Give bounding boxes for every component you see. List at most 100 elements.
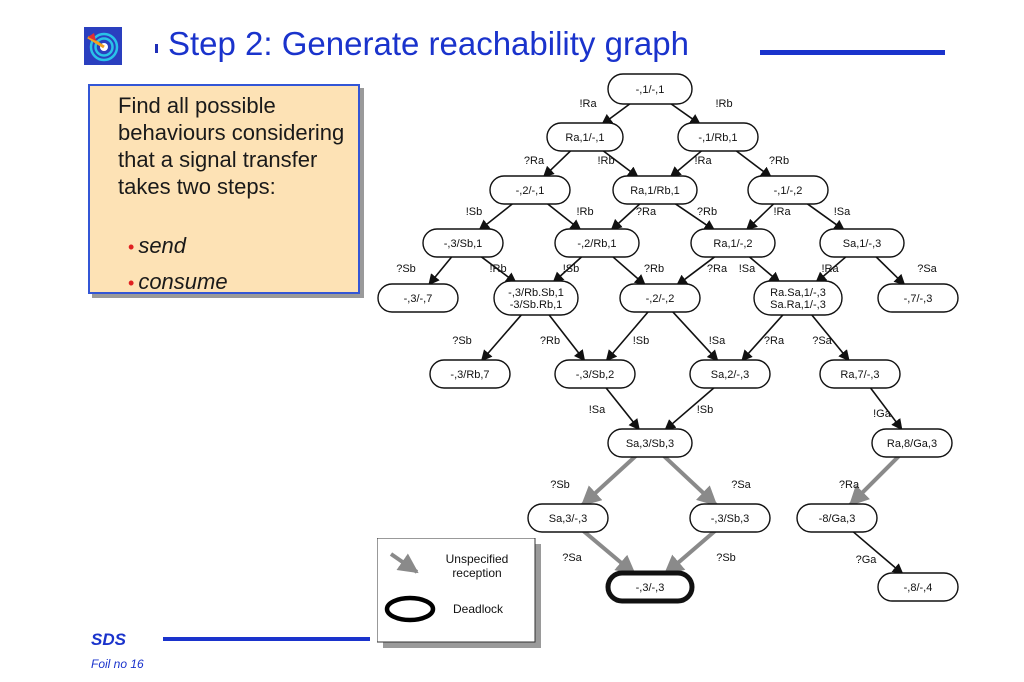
state-node-label: -,7/-,3 (904, 293, 933, 305)
state-node: Ra,1/-,2 (690, 228, 776, 258)
state-node-label: -,2/-,2 (646, 293, 675, 305)
edge-label: !Ra (694, 155, 712, 167)
legend (377, 538, 541, 648)
edge-label: !Sb (697, 404, 714, 416)
state-node-label: Sa,3/Sb,3 (626, 438, 674, 450)
state-node-shape (690, 228, 776, 258)
transition-edge (805, 201, 846, 231)
state-node: -,1/Rb,1 (677, 122, 759, 152)
transition-edge (479, 255, 518, 284)
state-node: Ra,7/-,3 (819, 359, 901, 389)
transition-edge (734, 149, 773, 178)
transition-edge (815, 255, 848, 284)
state-node-shape (546, 122, 624, 152)
edge-label: ?Rb (540, 335, 560, 347)
state-node-label: Ra,8/Ga,3 (887, 438, 937, 450)
edge-label: ?Sb (550, 479, 570, 491)
state-node-shape (612, 175, 698, 205)
edge-label: ?Sa (562, 552, 582, 564)
edge-label: ?Ra (707, 263, 728, 275)
footer-foil-number: Foil no 16 (91, 657, 144, 671)
state-node-label: Sa,1/-,3 (843, 238, 882, 250)
edge-label: ?Sa (917, 263, 937, 275)
state-node: -,1/-,2 (747, 175, 829, 205)
edge-label: ?Ra (524, 155, 545, 167)
state-node-shape (877, 283, 959, 313)
intro-text: Find all possible behaviours considering… (118, 93, 345, 199)
edge-label: ?Ra (839, 479, 860, 491)
state-node-label: -,3/-,7 (404, 293, 433, 305)
bullet-dot-icon: • (128, 237, 135, 257)
state-node: Sa,3/Sb,3 (607, 428, 693, 458)
state-node: -,3/-,7 (377, 283, 459, 313)
transition-edge (673, 201, 716, 232)
transition-edge (547, 313, 586, 362)
edge-label: !Rb (576, 206, 593, 218)
edge-label: !Sa (709, 335, 726, 347)
transition-edge (611, 255, 646, 286)
state-node: Ra,1/-,1 (546, 122, 624, 152)
edge-label: !Sb (466, 206, 483, 218)
state-node: -,3/Rb.Sb,1-3/Sb.Rb,1 (493, 280, 579, 316)
state-node: -,3/Sb,3 (689, 503, 771, 533)
edge-label: ?Rb (769, 155, 789, 167)
transition-edge (605, 310, 650, 362)
legend-deadlock-label: Deadlock (453, 602, 504, 616)
edge-label: ?Sa (731, 479, 751, 491)
transition-edge (669, 149, 704, 178)
state-node: -,2/-,1 (489, 175, 571, 205)
edge-label: !Ga (873, 408, 892, 420)
state-node: -,2/-,2 (619, 283, 701, 313)
state-node-shape (429, 359, 511, 389)
edge-label: !Sa (834, 206, 851, 218)
unspecified-transition-edge (580, 454, 637, 507)
transition-edge (610, 202, 642, 231)
state-node: Ra.Sa,1/-,3Sa.Ra,1/-,3 (753, 280, 843, 316)
state-node-shape (689, 503, 771, 533)
unspecified-arrow-icon (389, 552, 419, 574)
edge-label: ?Ga (856, 554, 878, 566)
state-node-label: Ra.Sa,1/-,3 (770, 287, 826, 299)
sds-logo-icon (84, 27, 122, 65)
state-node-label: Sa,2/-,3 (711, 369, 750, 381)
transition-edge (741, 313, 785, 362)
edge-label: !Sa (589, 404, 606, 416)
state-node-label: -,1/-,1 (636, 84, 665, 96)
state-node: -,3/Rb,7 (429, 359, 511, 389)
edge-label: !Rb (715, 98, 732, 110)
state-node: Ra,8/Ga,3 (871, 428, 953, 458)
state-node: -,3/Sb,1 (422, 228, 504, 258)
state-node: -,2/Rb,1 (554, 228, 640, 258)
transition-edge (747, 255, 781, 284)
state-node-label: Sa.Ra,1/-,3 (770, 299, 826, 311)
transition-edge (869, 387, 903, 431)
state-node-shape (689, 359, 771, 389)
transition-edge (605, 386, 640, 431)
state-node-shape (619, 283, 701, 313)
transition-edge (480, 313, 523, 362)
edge-label: ?Rb (697, 206, 717, 218)
state-node-label: Sa,3/-,3 (549, 513, 588, 525)
state-node-shape (871, 428, 953, 458)
state-node-shape (489, 175, 571, 205)
state-node-label: -,3/Rb.Sb,1 (508, 287, 564, 299)
transition-edge (552, 255, 583, 284)
transition-edge (601, 148, 639, 178)
bullet-text: send (138, 233, 187, 258)
state-node-shape (753, 280, 843, 316)
edge-label: !Rb (597, 155, 614, 167)
explanation-box: Find all possible behaviours considering… (88, 84, 360, 294)
state-node-shape (554, 359, 636, 389)
state-node-label: Ra,7/-,3 (840, 369, 879, 381)
footer-rule (163, 637, 370, 641)
transition-edge (542, 149, 572, 178)
title-rule (760, 50, 945, 55)
state-node-label: -,3/Sb,2 (576, 369, 615, 381)
state-node: -,7/-,3 (877, 283, 959, 313)
edge-label: !Ra (773, 206, 791, 218)
state-node-shape (677, 122, 759, 152)
page-title: Step 2: Generate reachability graph (168, 25, 689, 62)
state-node-label: -,8/-,4 (904, 582, 933, 594)
